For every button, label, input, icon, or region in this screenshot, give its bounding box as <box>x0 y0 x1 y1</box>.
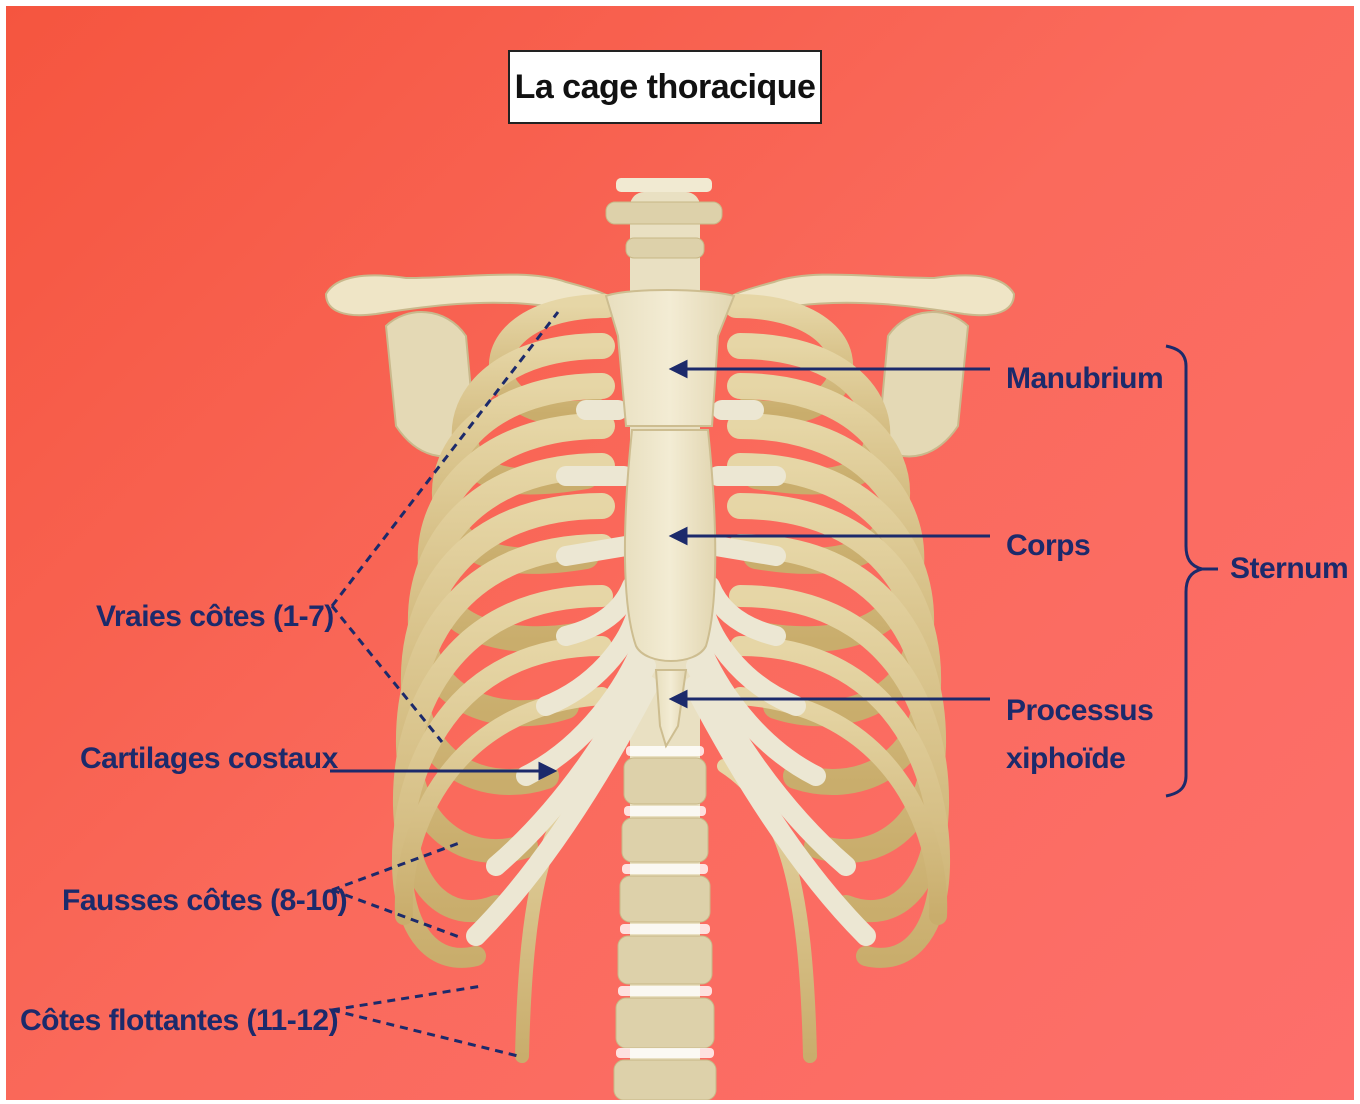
rib-cage-illustration <box>6 6 1354 1100</box>
diagram-title-box: La cage thoracique <box>508 50 822 124</box>
label-processus: Processus <box>1006 696 1153 726</box>
label-corps: Corps <box>1006 531 1090 561</box>
label-cotes-flottantes: Côtes flottantes (11-12) <box>20 1006 338 1036</box>
label-xiphoide: xiphoïde <box>1006 744 1125 774</box>
label-vraies-cotes: Vraies côtes (1-7) <box>96 602 334 632</box>
label-manubrium: Manubrium <box>1006 364 1163 394</box>
diagram-title: La cage thoracique <box>515 68 816 107</box>
label-fausses-cotes: Fausses côtes (8-10) <box>62 886 347 916</box>
diagram-frame: La cage thoracique Manubrium Corps Proce… <box>6 6 1354 1100</box>
label-sternum: Sternum <box>1230 554 1348 584</box>
label-cartilages-costaux: Cartilages costaux <box>80 744 338 774</box>
